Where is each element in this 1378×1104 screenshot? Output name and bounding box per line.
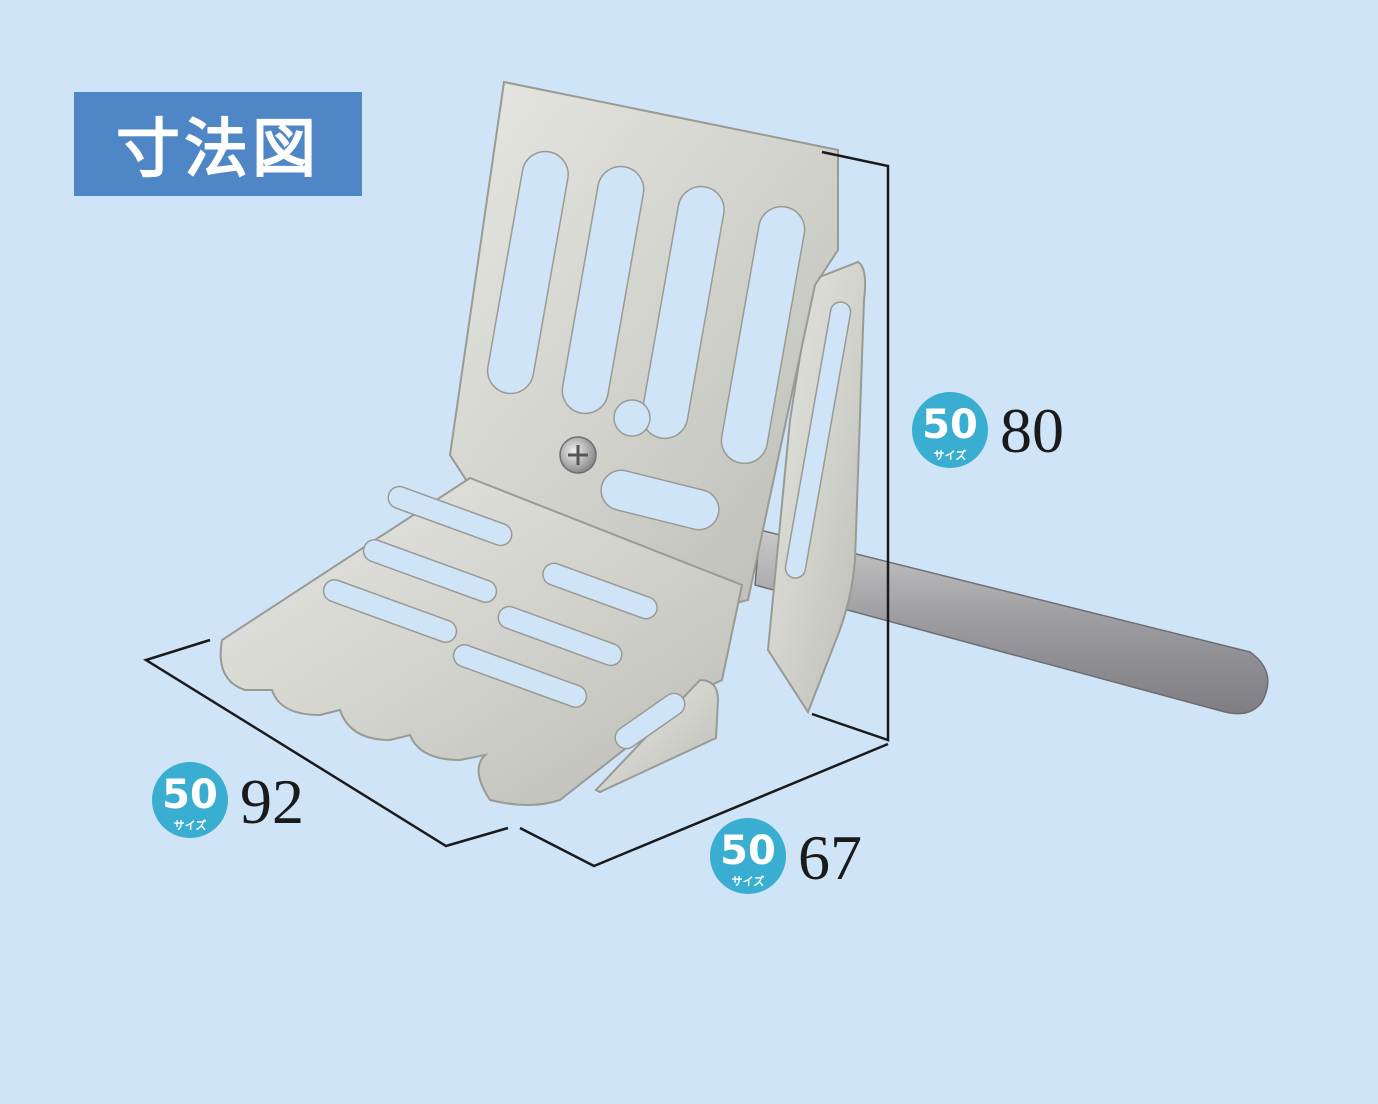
handle-rod bbox=[754, 529, 1269, 715]
badge-label: サイズ bbox=[934, 448, 967, 462]
size-badge bbox=[912, 392, 988, 468]
dimension-lines bbox=[143, 150, 890, 868]
badge-number: 50 bbox=[720, 828, 776, 874]
drain-basket-illustration bbox=[219, 80, 1269, 806]
height-dimension-label: 50 サイズ 80 bbox=[912, 392, 1064, 468]
height-dimension-line bbox=[811, 150, 890, 742]
width-dimension-label: 50 サイズ 92 bbox=[152, 762, 304, 838]
badge-label: サイズ bbox=[174, 818, 207, 832]
badge-label: サイズ bbox=[732, 874, 765, 888]
size-badge bbox=[152, 762, 228, 838]
diagram-title: 寸法図 bbox=[74, 92, 362, 196]
front-wing bbox=[594, 678, 720, 794]
width-dimension-line bbox=[143, 638, 509, 848]
dimension-value: 92 bbox=[240, 766, 304, 837]
badge-number: 50 bbox=[922, 402, 978, 448]
depth-dimension-line bbox=[519, 742, 889, 868]
size-badge bbox=[710, 818, 786, 894]
badge-number: 50 bbox=[162, 772, 218, 818]
bottom-plate bbox=[219, 476, 744, 806]
depth-dimension-label: 50 サイズ 67 bbox=[710, 818, 862, 894]
dimension-value: 67 bbox=[798, 822, 862, 893]
dimension-value: 80 bbox=[1000, 395, 1064, 466]
